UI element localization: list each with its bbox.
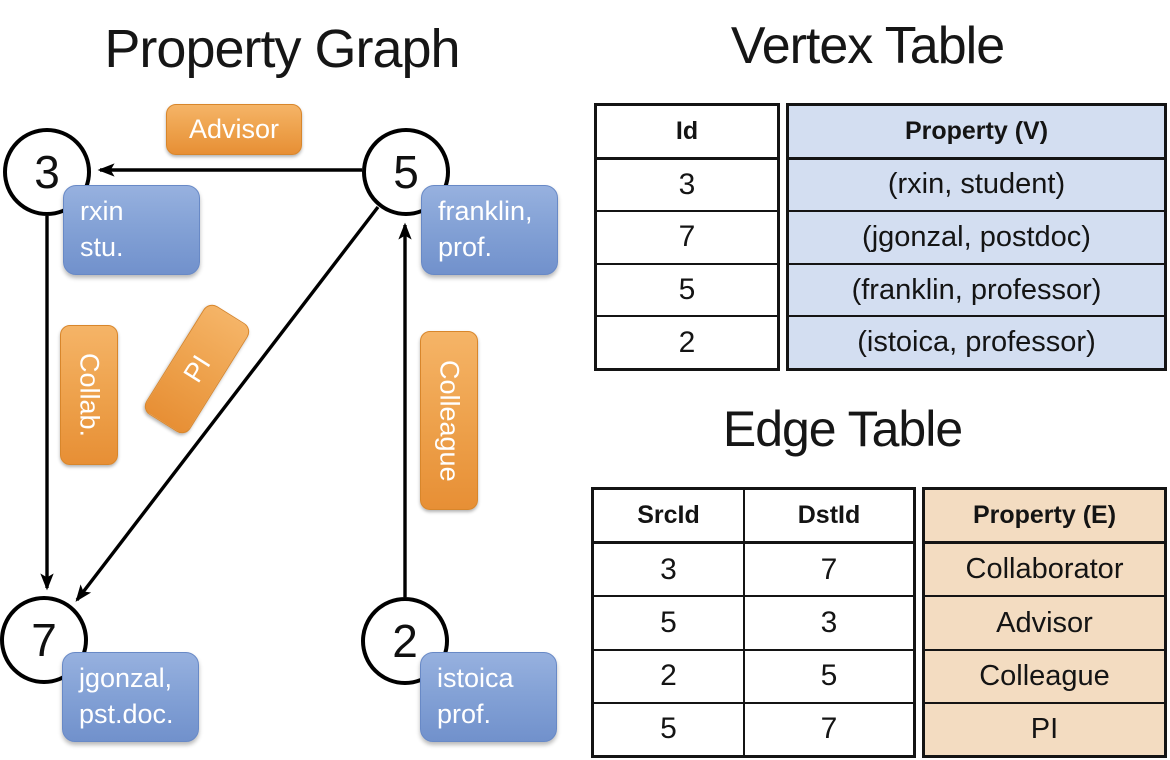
vertex-id-label: 3 (34, 146, 60, 198)
edge-label-text: PI (177, 349, 217, 388)
vertex-table-id-header: Id (675, 116, 699, 145)
vertex-property-line: istoica (437, 663, 514, 694)
edge-table-header-row: SrcId DstId (594, 490, 913, 542)
edge-table-dst-cell: 5 (743, 650, 913, 702)
edge-table-dst-header: DstId (743, 490, 913, 542)
vertex-property-line: rxin (80, 196, 124, 227)
vertex-id-label: 5 (393, 146, 419, 198)
vertex-id-label: 7 (31, 614, 57, 666)
edge-table-row: 3 7 (594, 541, 913, 596)
property-graph-title: Property Graph (104, 19, 460, 79)
vertex-property-line: pst.doc. (79, 699, 174, 729)
vertex-table-property-cell: (jgonzal, postdoc) (789, 210, 1164, 263)
edge-table-row: 5 7 (594, 701, 913, 756)
edge-table-property-cell: Colleague (925, 648, 1164, 702)
edge-table-dst-cell: 7 (743, 703, 913, 756)
edge-table-property-cell: PI (925, 701, 1164, 755)
edge-table-title: Edge Table (722, 401, 963, 457)
vertex-property-line: franklin, (438, 196, 533, 227)
edge-table-src-cell: 3 (660, 552, 677, 586)
edge-table-property-header: Property (E) (972, 501, 1117, 530)
vertex-table-id-cell: 7 (597, 210, 777, 263)
vertex-table-property-cell: (franklin, professor) (789, 262, 1164, 316)
vertex-table-property-cell: (rxin, student) (789, 156, 1164, 211)
edge-label-advisor: Advisor (166, 104, 302, 155)
vertex-property-box-jgonzal: jgonzal, pst.doc. (62, 652, 199, 742)
edge-table-property-cell: Advisor (925, 595, 1164, 648)
edge-table-property-cell: Collaborator (925, 541, 1164, 595)
vertex-property-box-istoica: istoica prof. (420, 652, 557, 742)
edge-label-collab: Collab. (60, 325, 118, 465)
edge-table-property-column: Property (E) Collaborator Advisor Collea… (922, 487, 1167, 758)
vertex-table-property-column: Property (V) (rxin, student) (jgonzal, p… (786, 103, 1167, 371)
vertex-id-label: 2 (392, 615, 418, 667)
edge-table-src-cell: 2 (660, 659, 677, 693)
vertex-table-property-cell: (istoica, professor) (789, 315, 1164, 368)
edge-label-colleague: Colleague (420, 331, 478, 510)
edge-table-row: 2 5 (594, 648, 913, 702)
vertex-property-box-franklin: franklin, prof. (421, 185, 558, 275)
vertex-table-property-header: Property (V) (904, 116, 1049, 145)
vertex-property-line: stu. (80, 232, 124, 262)
edge-label-text: Colleague (434, 359, 465, 482)
vertex-property-line: prof. (437, 699, 492, 729)
edge-table-row: 5 3 (594, 595, 913, 649)
vertex-table-id-column: Id 3 7 5 2 (594, 103, 780, 371)
vertex-circle-5: 5 (362, 128, 450, 216)
vertex-table-id-cell: 3 (597, 156, 777, 211)
edge-table-dst-cell: 7 (743, 544, 913, 596)
edge-table-dst-cell: 3 (743, 597, 913, 649)
vertex-table-title: Vertex Table (730, 17, 1005, 75)
edge-label-pi: PI (141, 300, 253, 438)
vertex-circle-3: 3 (3, 128, 91, 216)
edge-table-src-cell: 5 (660, 606, 677, 639)
edge-label-text: Advisor (188, 114, 280, 144)
vertex-property-line: prof. (438, 232, 493, 262)
edge-table-id-columns: SrcId DstId 3 7 5 3 2 5 5 7 (591, 487, 916, 758)
vertex-table-id-cell: 2 (597, 315, 777, 368)
edge-table-src-cell: 5 (660, 712, 677, 746)
vertex-table-id-cell: 5 (597, 262, 777, 316)
vertex-property-line: jgonzal, (79, 663, 173, 694)
vertex-property-box-rxin: rxin stu. (63, 185, 200, 275)
edge-table-src-header: SrcId (637, 501, 700, 530)
edge-label-text: Collab. (74, 352, 105, 438)
